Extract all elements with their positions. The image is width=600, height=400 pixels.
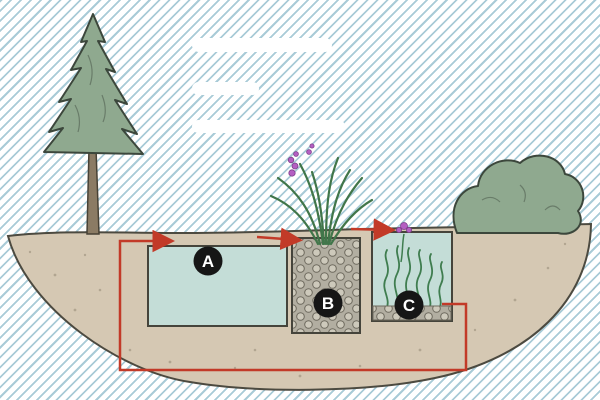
- badge-b-label: B: [322, 294, 334, 313]
- obscured-text-line-2: [192, 82, 259, 95]
- flow-arrow-b-to-c: [350, 218, 396, 241]
- flow-arrow-a-to-b: [256, 227, 303, 250]
- tree-trunk: [86, 147, 100, 235]
- circulation-pipe-arrow: [118, 229, 468, 372]
- zone-b-flower-spike: [287, 143, 315, 177]
- badge-a: A: [193, 246, 223, 276]
- tree-foliage-texture: [74, 54, 106, 133]
- soil-speckles: [28, 242, 567, 378]
- tree-foliage: [43, 13, 144, 155]
- obscured-text-line-1: [192, 38, 332, 52]
- shrub-foliage-texture: [481, 184, 561, 211]
- shrub: [452, 154, 585, 235]
- shrub-foliage: [452, 154, 585, 235]
- obscured-text-line-3: [192, 120, 345, 133]
- zone-b-gravel-filter: [291, 237, 361, 334]
- tree: [43, 13, 144, 235]
- badge-c: C: [394, 290, 424, 320]
- zone-b-marsh-grass: [269, 156, 374, 246]
- badge-b: B: [313, 288, 343, 318]
- obscured-caption-lines: [192, 38, 345, 133]
- zone-c-flower: [395, 222, 412, 263]
- badge-a-label: A: [202, 252, 214, 271]
- badge-c-label: C: [403, 296, 415, 315]
